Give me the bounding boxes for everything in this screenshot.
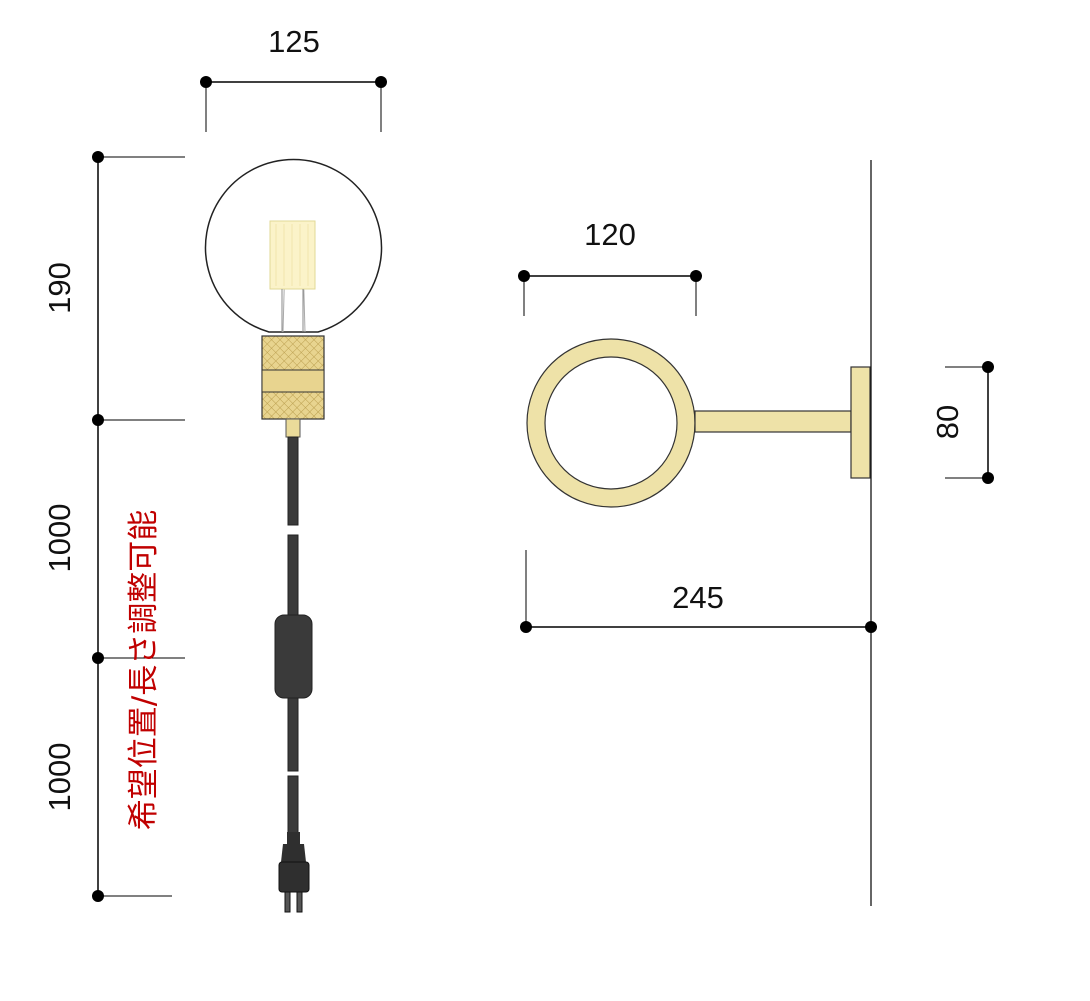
note-adjustable-length: 希望位置/長さ調整可能 — [126, 510, 162, 830]
dim-vertical-chain: 190 1000 1000 希望位置/長さ調整可能 — [42, 151, 185, 902]
dim-ring-diameter: 120 — [518, 217, 702, 316]
dim-label-cord-upper: 1000 — [42, 504, 77, 573]
dim-label-plate-height: 80 — [930, 405, 965, 439]
bulb-filament — [269, 220, 316, 332]
inline-switch — [274, 614, 313, 699]
dim-plate-height: 80 — [930, 361, 994, 484]
dim-label-cord-lower: 1000 — [42, 743, 77, 812]
dim-label-bulb-height: 190 — [42, 262, 77, 314]
side-view-bracket — [526, 338, 871, 508]
power-cord — [287, 436, 299, 835]
dim-bracket-depth: 245 — [520, 550, 877, 633]
dim-label-bracket-depth: 245 — [672, 580, 724, 615]
lamp-socket — [261, 335, 325, 438]
bracket-arm — [694, 410, 852, 433]
dim-bulb-width: 125 — [200, 24, 387, 132]
dim-label-ring-diameter: 120 — [584, 217, 636, 252]
dim-label-bulb-width: 125 — [268, 24, 320, 59]
power-plug — [278, 832, 310, 913]
wall-plate — [850, 366, 871, 479]
